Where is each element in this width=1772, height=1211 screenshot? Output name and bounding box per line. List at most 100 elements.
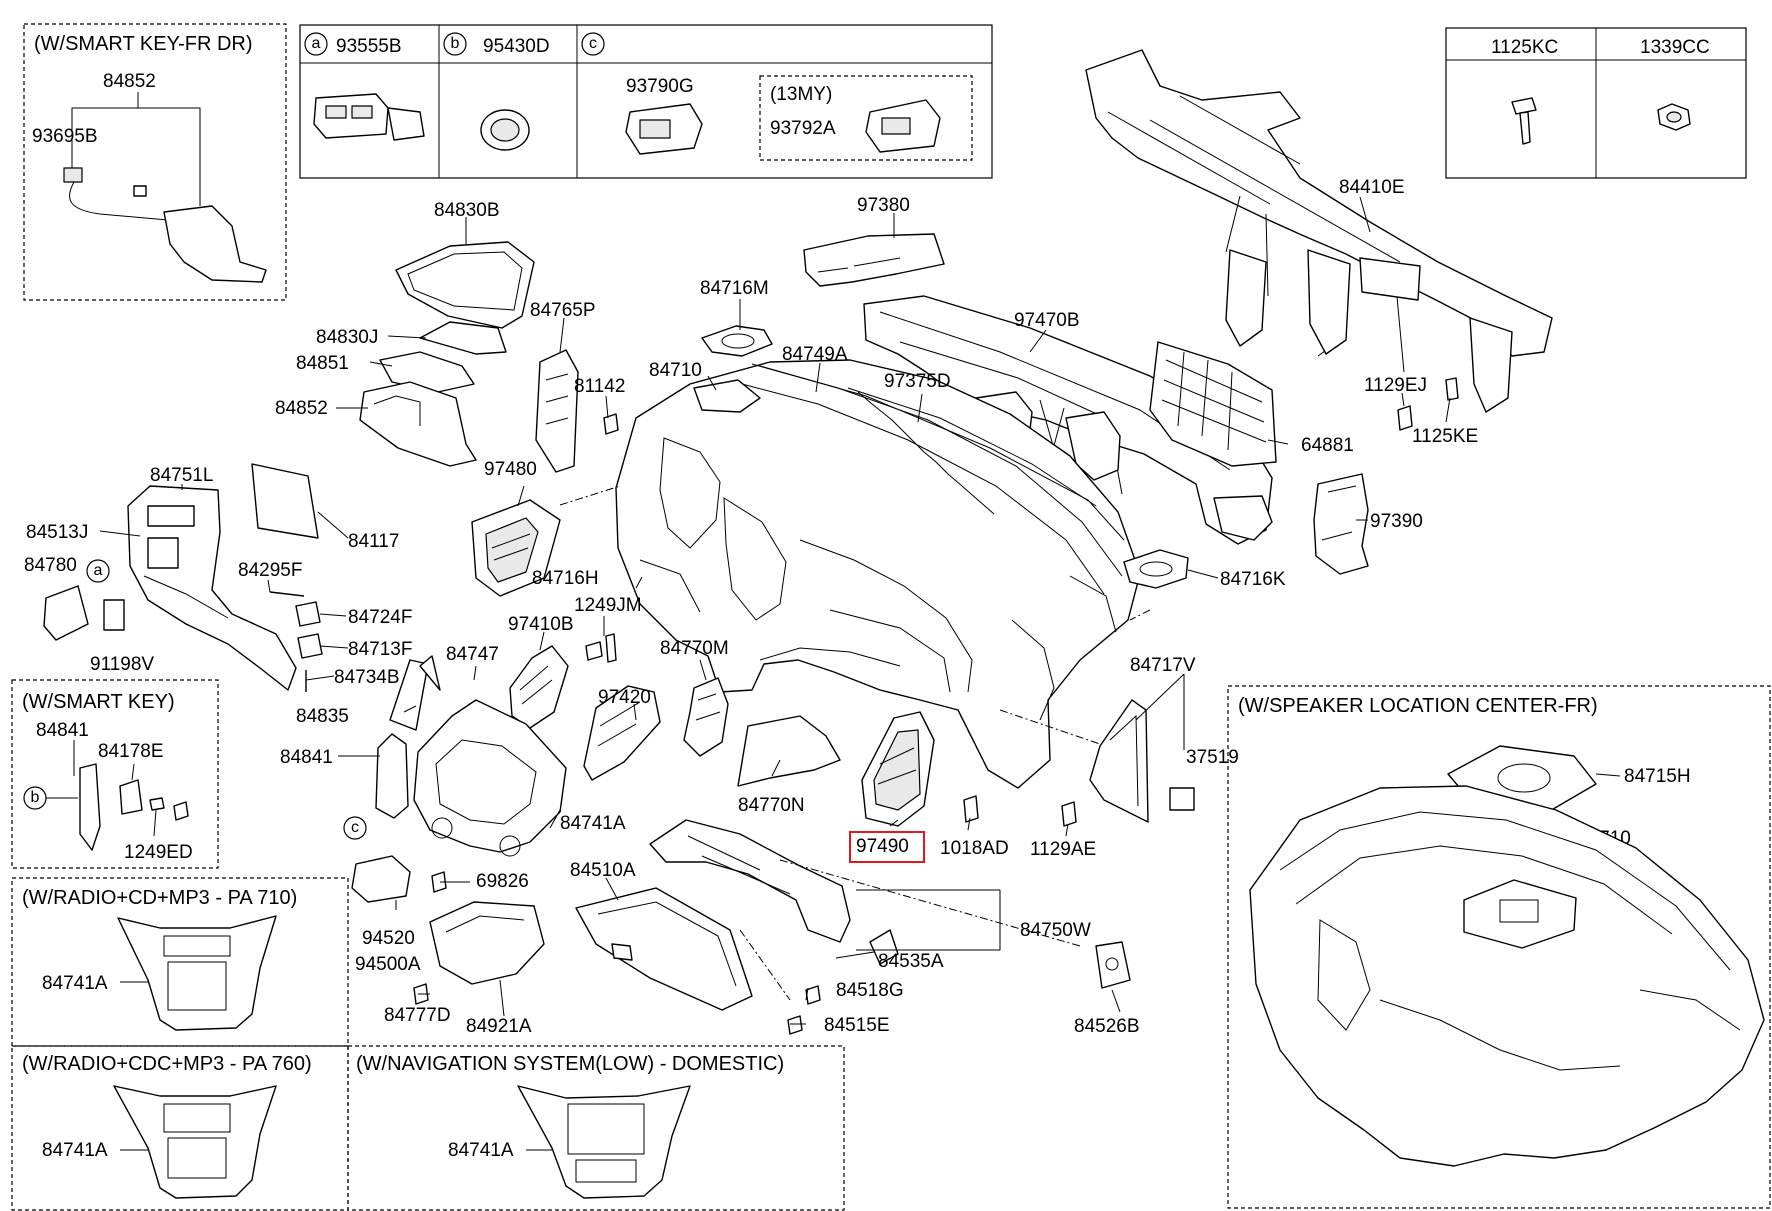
part-label[interactable]: 84780 [24,555,77,576]
part-label[interactable]: 84295F [238,560,302,581]
part-label[interactable]: 84765P [530,300,596,321]
main-callouts: a c [86,559,367,840]
part-label[interactable]: 84410E [1339,177,1405,198]
crash-pad-upper-trim [751,363,1125,541]
crash-pad-main-body [615,359,1141,789]
part-label[interactable]: 93555B [336,36,402,57]
part-label[interactable]: 84734B [334,667,400,688]
part-label[interactable]: 1249JM [574,595,642,616]
part-label[interactable]: 97380 [857,195,910,216]
speaker-grille-84716k [1123,549,1189,589]
part-label[interactable]: 84830B [434,200,500,221]
cover-84780 [43,585,89,641]
label-91198v [103,599,125,631]
inset-speaker-center: (W/SPEAKER LOCATION CENTER-FR) 84715H 84… [1227,685,1771,1209]
center-vent-97420 [583,685,661,781]
garnish-icon [79,763,101,851]
glove-box-upper-84750w [649,819,851,943]
part-label[interactable]: 1125KE [1412,426,1478,447]
inset-title: (W/SPEAKER LOCATION CENTER-FR) [1238,695,1598,717]
part-label[interactable]: 93790G [626,76,694,97]
part-label[interactable]: 84710 [649,360,702,381]
part-label[interactable]: 84851 [296,353,349,374]
part-label[interactable]: 95430D [483,36,550,57]
part-label[interactable]: 84716H [532,568,599,589]
fastener-header: 1125KC [1491,37,1558,58]
bracket-84535a [869,929,899,965]
cluster-hood-84830b [395,241,535,329]
part-label[interactable]: 84747 [446,644,499,665]
part-label[interactable]: 84749A [782,344,848,365]
part-label[interactable]: 84716K [1220,569,1286,590]
part-label[interactable]: 97490 [856,836,909,857]
part-label[interactable]: 84750W [1020,920,1091,941]
part-label[interactable]: 84835 [296,706,349,727]
part-label[interactable]: 84518G [836,980,904,1001]
panel-84770n [737,715,841,787]
main-part-labels: 84830B 97380 84410E 84716M 84765P 84830J… [24,177,1478,1037]
part-label[interactable]: 94500A [355,954,421,975]
part-label[interactable]: 84921A [466,1016,532,1037]
part-label[interactable]: 84852 [275,398,328,419]
part-label[interactable]: 64881 [1301,435,1354,456]
part-label[interactable]: 93792A [770,118,836,139]
part-label[interactable]: 97375D [884,371,951,392]
callout-letter-c: c [589,35,597,52]
part-label[interactable]: 84716M [700,278,769,299]
part-label[interactable]: 84117 [348,531,399,552]
side-cover-84717v [1089,699,1195,823]
part-label[interactable]: 84830J [316,327,378,348]
bracket-icon [119,779,143,815]
part-label[interactable]: 97480 [484,459,537,480]
part-label[interactable]: 84841 [36,720,89,741]
part-label[interactable]: 84713F [348,639,412,660]
part-label[interactable]: 94520 [362,928,415,949]
fascia-panel-icon [517,1085,691,1199]
part-label[interactable]: 84852 [103,71,156,92]
part-label[interactable]: 84751L [150,465,213,486]
steering-column-shroud-icon [163,205,267,283]
module-94520 [351,855,411,903]
part-label[interactable]: (13MY) [770,84,832,105]
part-label[interactable]: 97410B [508,614,574,635]
inset-title: (W/RADIO+CDC+MP3 - PA 760) [22,1053,312,1075]
callout-letter-a: a [312,35,321,52]
start-button-icon [480,109,530,151]
fastener-header: 1339CC [1640,37,1710,58]
part-label[interactable]: 1018AD [940,838,1009,859]
part-label[interactable]: 84715H [1624,766,1691,787]
side-vent-97480 [471,499,561,597]
part-label[interactable]: 84777D [384,1005,451,1026]
part-label[interactable]: 37519 [1186,747,1239,768]
bracket-84526b [1095,941,1131,989]
part-label[interactable]: 84770N [738,795,805,816]
part-label[interactable]: 69826 [476,871,529,892]
part-label[interactable]: 84515E [824,1015,890,1036]
part-label[interactable]: 84770M [660,638,729,659]
part-label[interactable]: 84510A [570,860,636,881]
part-label[interactable]: 84741A [42,1140,108,1161]
part-label[interactable]: 84178E [98,741,164,762]
part-label[interactable]: 97390 [1370,511,1423,532]
part-label[interactable]: 84535A [878,951,944,972]
part-label[interactable]: 84526B [1074,1016,1140,1037]
inset-title: (W/RADIO+CD+MP3 - PA 710) [22,887,297,909]
part-label[interactable]: 1249ED [124,842,193,863]
part-label[interactable]: 81142 [574,376,625,397]
inset-smart-key: (W/SMART KEY) 84841 84178E 1249ED b [11,679,219,869]
fasteners [173,377,1459,1035]
part-label[interactable]: 84741A [560,813,626,834]
part-label[interactable]: 84741A [448,1140,514,1161]
part-label[interactable]: 84741A [42,973,108,994]
part-label[interactable]: 1129AE [1030,839,1096,860]
part-label[interactable]: 84717V [1130,655,1196,676]
part-label[interactable]: 1129EJ [1364,375,1427,396]
part-label[interactable]: 84513J [26,522,88,543]
part-label[interactable]: 97470B [1014,310,1080,331]
part-label[interactable]: 97420 [598,687,651,708]
part-label[interactable]: 84724F [348,607,412,628]
part-label[interactable]: 93695B [32,126,98,147]
part-label[interactable]: 91198V [90,654,154,675]
part-label[interactable]: 84841 [280,747,333,768]
switch-assembly-icon [313,93,425,141]
